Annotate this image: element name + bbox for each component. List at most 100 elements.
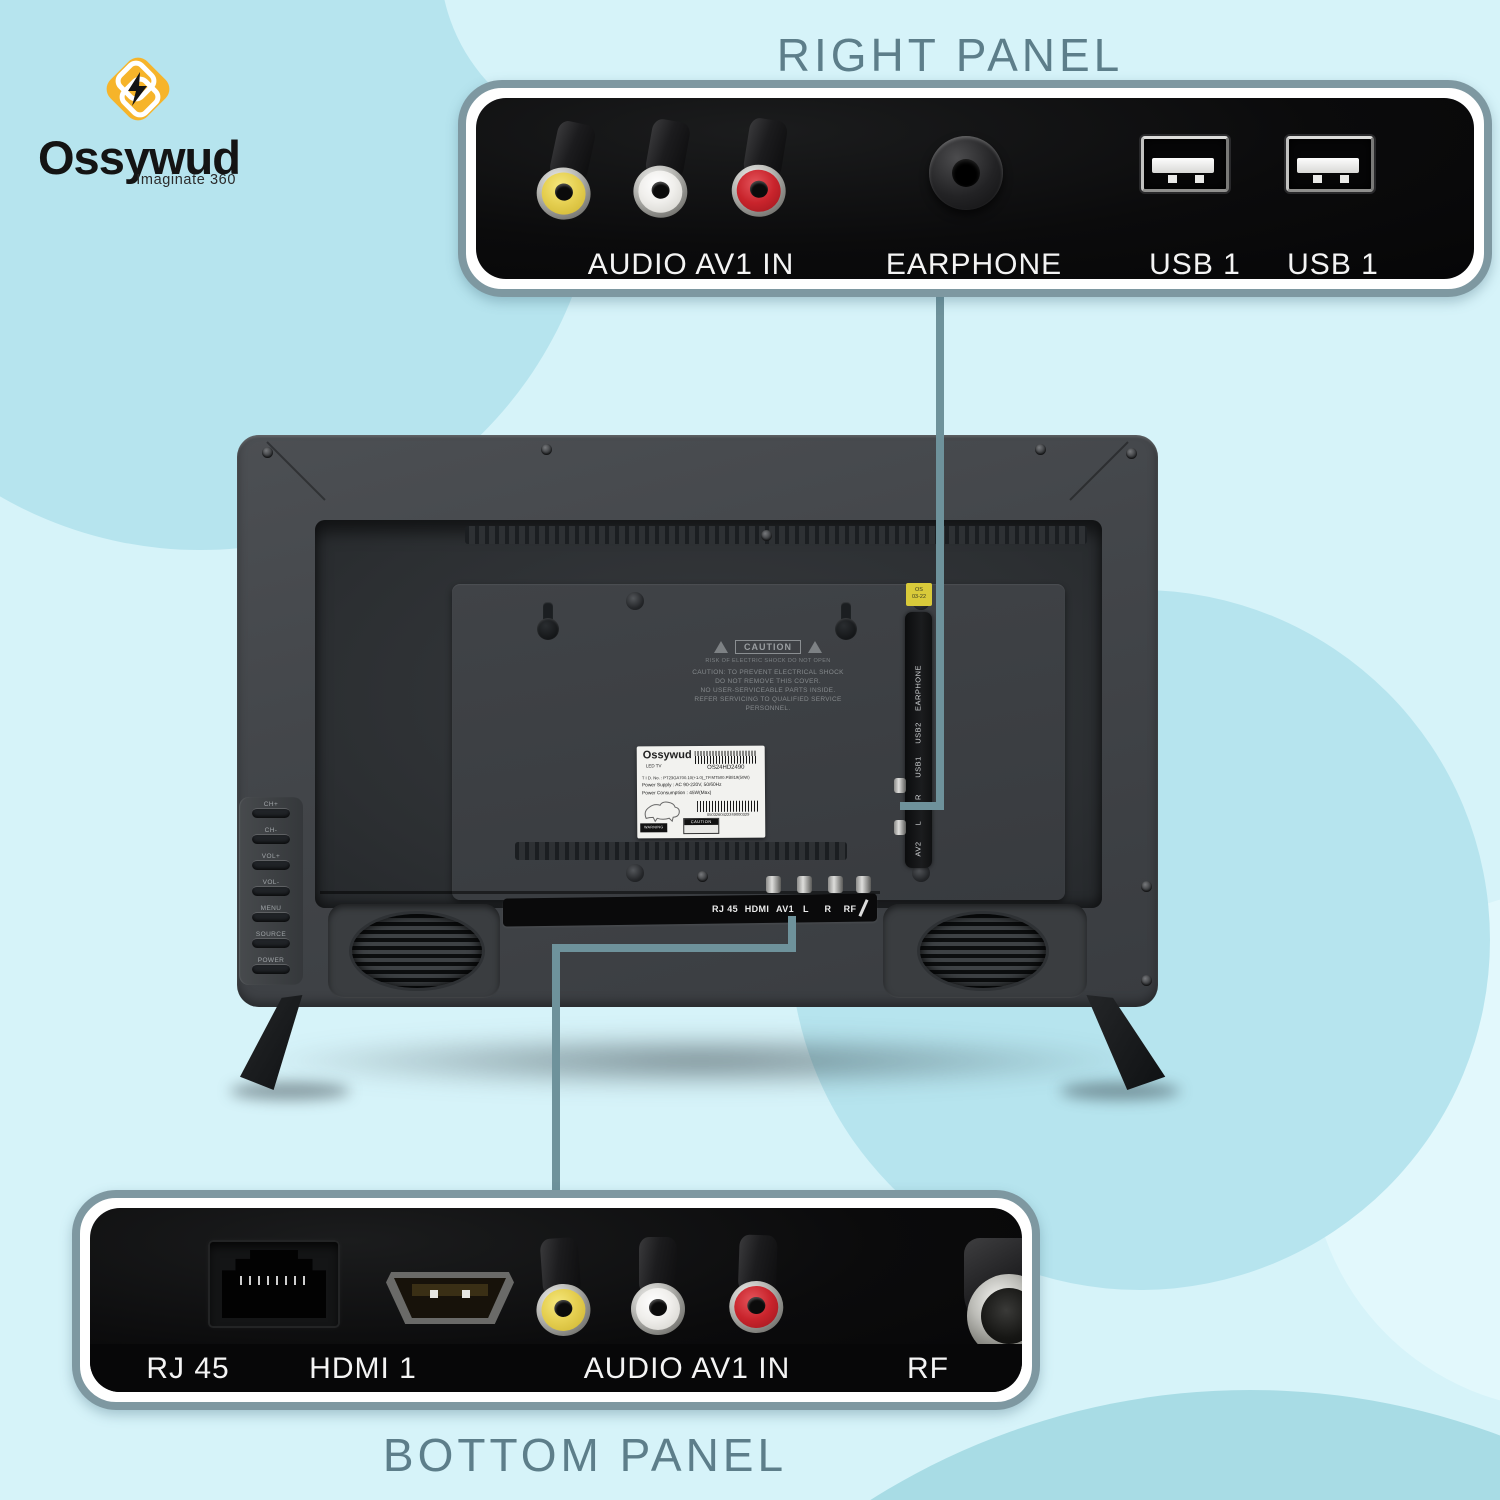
side-port-label-usb2: USB2	[913, 722, 923, 744]
screw-icon	[761, 530, 772, 541]
tv-bottom-port-strip	[503, 893, 877, 927]
label-usb-1b: USB 1	[1287, 248, 1379, 279]
right-panel-title: RIGHT PANEL	[776, 29, 1124, 81]
sticker-barcode	[694, 750, 757, 765]
lion-mark-icon	[644, 801, 680, 823]
caution-line: PERSONNEL.	[745, 705, 791, 712]
tv-caution-block: CAUTION RISK OF ELECTRIC SHOCK DO NOT OP…	[664, 640, 872, 713]
sticker-barcode2	[697, 800, 760, 813]
label-usb-1: USB 1	[1149, 248, 1241, 279]
side-port-label-l: L	[913, 820, 923, 826]
caution-line: NO USER-SERVICEABLE PARTS INSIDE.	[700, 687, 836, 694]
sticker-brand: Ossywud	[642, 749, 692, 762]
rca-jack-red	[719, 112, 805, 228]
sticker-caution-box: CAUTION	[683, 817, 720, 835]
rca-jack-white	[623, 1235, 693, 1341]
caution-title: CAUTION	[735, 640, 801, 654]
tv-foot-shadow-left	[230, 1082, 350, 1100]
brand-tagline: Imaginate 360	[136, 172, 236, 188]
tv-shadow	[250, 1032, 1150, 1090]
hdmi-contact-dot	[430, 1290, 438, 1298]
screw-icon	[1126, 448, 1137, 459]
ch-down-button	[252, 834, 290, 844]
sticker-type: LED TV	[645, 763, 662, 769]
button-label-power: POWER	[257, 957, 285, 964]
rca-tail	[828, 876, 843, 893]
hdmi-contact-dot	[462, 1290, 470, 1298]
usb-port-2	[1286, 136, 1374, 192]
tv-port-label-rj45: RJ 45	[711, 904, 739, 914]
source-button	[252, 938, 290, 948]
rca-jack-white	[620, 113, 707, 230]
tv-foot-left	[240, 995, 303, 1090]
caution-subtitle: RISK OF ELECTRIC SHOCK DO NOT OPEN	[705, 658, 831, 664]
warning-triangle-icon	[808, 641, 822, 653]
speaker-grille-right	[920, 914, 1046, 988]
bottom-panel-connector-line	[552, 944, 796, 952]
bottom-panel-callout: RJ 45 HDMI 1 AUDIO AV1 IN RF	[72, 1190, 1040, 1410]
tv-port-label-r: R	[824, 904, 832, 914]
speaker-grille-left	[352, 914, 482, 988]
sticker-warning-bar: WARNING	[640, 823, 668, 833]
vol-down-button	[252, 886, 290, 896]
tv-side-port-strip	[905, 612, 932, 868]
wall-mount-keyhole	[537, 602, 559, 642]
earphone-jack	[929, 136, 1003, 210]
tv-port-label-hdmi: HDMI	[744, 904, 770, 914]
rj45-port	[208, 1240, 340, 1328]
screw-icon	[1141, 975, 1152, 986]
wall-mount-keyhole	[835, 602, 857, 642]
tv-rating-sticker: Ossywud LED TV OS24HD2490 T I D. No. : P…	[636, 745, 766, 839]
side-port-label-usb1: USB1	[913, 756, 923, 778]
label-hdmi1: HDMI 1	[309, 1352, 417, 1385]
tv-foot-shadow-right	[1060, 1082, 1180, 1100]
tv-control-buttons: CH+ CH- VOL+ VOL- MENU SOURCE POWER	[239, 797, 303, 985]
right-panel-photo: AUDIO AV1 IN EARPHONE USB 1 USB 1	[476, 98, 1474, 279]
sticker-power-consumption: Power Consumption : 45W(Max)	[641, 790, 712, 797]
brand-name: Ossywud	[38, 131, 241, 184]
tv-port-label-rf: RF	[843, 904, 857, 914]
bottom-panel-connector-line	[552, 944, 560, 1196]
bottom-panel-connector-line	[788, 916, 796, 952]
button-label-vol-down: VOL-	[262, 879, 280, 886]
sticker-power-supply: Power Supply : AC 90-220V, 50/60Hz	[641, 782, 722, 789]
side-port-label-r: R	[913, 794, 923, 800]
side-port-label-av2: AV2	[913, 841, 923, 857]
tv-port-label-l: L	[803, 904, 809, 914]
brand-diamond-bolt-icon	[106, 57, 170, 121]
menu-button	[252, 912, 290, 922]
sticker-tid: T I D. No. : PT23GA700.10(+1.0)_TP.MT500…	[641, 774, 750, 781]
vesa-screw-hole	[626, 592, 644, 610]
tv-port-label-av1: AV1	[775, 904, 795, 914]
tv-bottom-seam	[320, 891, 880, 894]
rca-jack-red	[720, 1232, 794, 1340]
button-label-ch-up: CH+	[263, 801, 279, 808]
warning-triangle-icon	[714, 641, 728, 653]
rca-tail	[856, 876, 871, 893]
power-button	[252, 964, 290, 974]
label-band	[90, 1344, 1022, 1392]
label-rf: RF	[907, 1352, 949, 1385]
right-panel-connector-line	[900, 802, 944, 810]
sticker-serial: OS24HD2490	[707, 764, 745, 771]
rca-jack-yellow	[523, 114, 614, 232]
caution-line: CAUTION: TO PREVENT ELECTRICAL SHOCK	[692, 669, 844, 676]
label-earphone: EARPHONE	[885, 248, 1063, 279]
vesa-screw-hole	[626, 864, 644, 882]
label-rj45: RJ 45	[146, 1352, 230, 1385]
right-panel-connector-line	[936, 294, 944, 810]
screw-icon	[697, 871, 708, 882]
label-audio-av1-in: AUDIO AV1 IN	[583, 1352, 791, 1385]
button-label-source: SOURCE	[255, 931, 287, 938]
rf-connector-hole	[981, 1288, 1022, 1344]
side-port-tail	[894, 820, 906, 835]
rca-jack-yellow	[523, 1234, 600, 1345]
usb-port-1	[1141, 136, 1229, 192]
ch-up-button	[252, 808, 290, 818]
side-port-label-earphone: EARPHONE	[913, 664, 923, 712]
screw-icon	[262, 447, 273, 458]
button-label-menu: MENU	[260, 905, 282, 912]
screw-icon	[541, 444, 552, 455]
